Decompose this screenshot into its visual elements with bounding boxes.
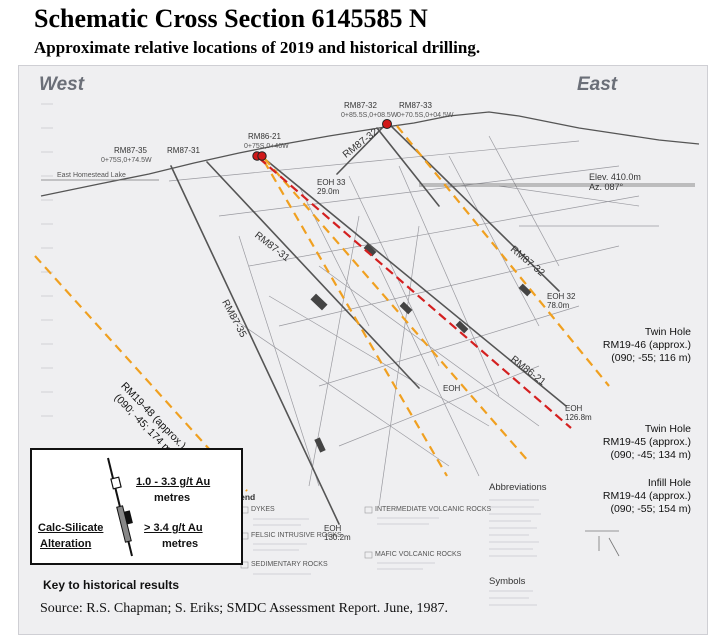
page-subtitle: Approximate relative locations of 2019 a… — [34, 38, 481, 57]
mineralized-interval — [310, 293, 328, 311]
contact-line — [398, 165, 500, 397]
legend-group-felsic: FELSIC INTRUSIVE ROCKS — [251, 532, 342, 539]
legend-swatch — [364, 506, 373, 514]
legend-group-intermediate: INTERMEDIATE VOLCANIC ROCKS — [375, 506, 492, 513]
lake-label: East Homestead Lake — [57, 172, 126, 179]
legend-group-dykes: DYKES — [251, 506, 275, 513]
collar-label-rm86-21: RM86-21 — [248, 132, 281, 141]
contact-line — [248, 195, 640, 267]
contact-line — [218, 165, 620, 217]
mineralized-interval — [455, 320, 469, 334]
contact-line — [278, 245, 620, 327]
source-citation: Source: R.S. Chapman; S. Eriks; SMDC Ass… — [40, 601, 448, 616]
eoh-label-33: EOH 33 29.0m — [317, 178, 346, 196]
planned-trace-rm19-45 — [263, 157, 530, 463]
contact-line — [298, 185, 370, 327]
eoh-label-32: EOH 32 78.0m — [547, 292, 576, 310]
planned-trace-rm19-44 — [263, 160, 448, 477]
historical-trace-rm87-32 — [336, 123, 387, 175]
collar-coords-rm86-21: 0+75S,0+46W — [244, 143, 289, 150]
historical-trace-rm86-21 — [259, 154, 567, 407]
mineralized-interval — [314, 437, 326, 453]
collar-marker-rm86-21-b — [257, 151, 267, 161]
key-alteration-line1: Calc-Silicate — [38, 522, 104, 534]
symbol-sample — [608, 537, 620, 557]
topographic-surface — [40, 111, 700, 197]
eoh-label-rm87-31: EOH — [443, 384, 461, 393]
cross-section-drawing — [34, 103, 700, 606]
elevation-note: Elev. 410.0m Az. 087° — [589, 172, 641, 192]
contact-line — [228, 315, 450, 467]
key-high-grade: > 3.4 g/t Au — [144, 522, 203, 534]
key-alteration-line2: Alteration — [40, 538, 92, 550]
symbols-heading: Symbols — [489, 576, 526, 587]
mineralized-interval — [399, 301, 413, 315]
key-high-units: metres — [162, 538, 199, 550]
eoh-label-rm86-21: EOH 126.8m — [565, 404, 592, 422]
contact-line — [348, 175, 440, 367]
key-low-grade: 1.0 - 3.3 g/t Au — [136, 476, 211, 488]
mineralized-interval — [363, 243, 377, 257]
key-drill-trace-icon — [107, 457, 133, 557]
abbreviations-heading: Abbreviations — [489, 482, 547, 493]
legend-group-sedimentary: SEDIMENTARY ROCKS — [251, 561, 328, 568]
west-label: West — [39, 74, 85, 95]
legend-group-mafic: MAFIC VOLCANIC ROCKS — [375, 551, 462, 558]
contact-line — [378, 265, 480, 477]
callout-rm19-46: Twin Hole RM19-46 (approx.) (090; -55; 1… — [602, 326, 691, 364]
legend-swatch — [364, 551, 373, 559]
cross-section-figure: West East RM87-35 RM87-31 RM86-21 RM87-3… — [18, 65, 708, 635]
east-label: East — [577, 74, 618, 95]
collar-label-rm87-32: RM87-32 — [344, 101, 377, 110]
historical-trace-rm87-33-b — [376, 127, 440, 207]
collar-coords-rm87-35: 0+75S,0+74.5W — [101, 157, 152, 164]
contact-line — [338, 365, 540, 447]
key-caption: Key to historical results — [43, 578, 180, 592]
key-low-units: metres — [154, 492, 191, 504]
historical-trace-rm87-35 — [170, 165, 340, 525]
contact-line — [318, 265, 540, 427]
page-title: Schematic Cross Section 6145585 N — [34, 4, 428, 33]
legend-swatch — [240, 561, 249, 569]
contact-line — [498, 185, 640, 207]
collar-marker-rm87-33 — [382, 119, 392, 129]
eoh-label-rm87-35: EOH 130.2m — [324, 524, 351, 542]
collar-label-rm87-33: RM87-33 — [399, 101, 432, 110]
twin-trace-rm86-21 — [258, 157, 572, 429]
callout-rm19-44: Infill Hole RM19-44 (approx.) (090; -55;… — [602, 477, 691, 515]
collar-coords-rm87-33: 0+70.5S,0+04.5W — [397, 112, 454, 119]
collar-label-rm87-31: RM87-31 — [167, 146, 200, 155]
collar-label-rm87-35: RM87-35 — [114, 146, 147, 155]
results-key-box: 1.0 - 3.3 g/t Au metres > 3.4 g/t Au met… — [30, 448, 243, 565]
contact-line — [168, 140, 580, 182]
planned-trace-rm19-46 — [396, 125, 610, 387]
contact-line — [488, 135, 560, 267]
collar-coords-rm87-32: 0+85.5S,0+08.5W — [341, 112, 398, 119]
contact-line — [238, 235, 320, 487]
callout-rm19-45: Twin Hole RM19-45 (approx.) (090; -45; 1… — [602, 423, 691, 461]
mineralized-interval — [518, 283, 532, 297]
historical-trace-rm87-31 — [206, 161, 420, 389]
